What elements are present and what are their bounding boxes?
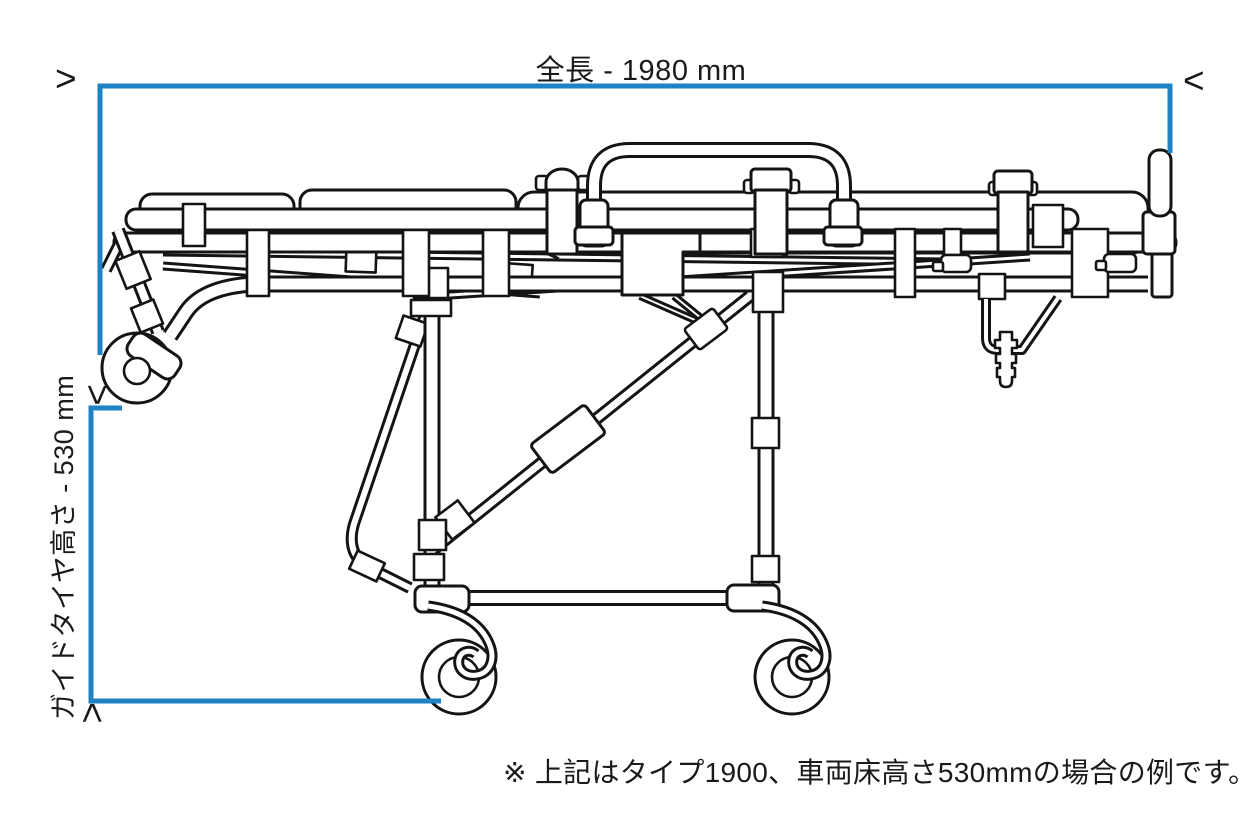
end-post <box>1141 148 1177 256</box>
post-2 <box>742 167 801 256</box>
overall-length-label: 全長 - 1980 mm <box>535 55 747 87</box>
caster-wheel-left <box>420 600 498 716</box>
arrow-down-icon: > <box>77 384 118 406</box>
caster-wheel-right <box>753 600 832 716</box>
guide-tire-height-dimension: > < <box>72 384 441 724</box>
guide-wheel-assembly <box>100 227 183 405</box>
overall-length-dimension: > < <box>55 58 1205 355</box>
guide-wheel-hub <box>122 356 152 386</box>
overall-length-dim-line <box>97 83 1173 355</box>
footnote-text: ※ 上記はタイプ1900、車両床高さ530mmの場合の例です。 <box>503 757 1255 788</box>
guide-tire-height-dim-line <box>88 405 441 704</box>
arrow-right-icon: > <box>55 58 77 99</box>
arrow-up-icon: < <box>72 702 113 724</box>
undercarriage <box>345 266 785 614</box>
post-3 <box>987 169 1039 254</box>
guide-tire-height-label: ガイドタイヤ高さ - 530 mm <box>49 374 79 720</box>
arrow-left-icon: < <box>1183 60 1205 101</box>
center-block <box>620 231 702 297</box>
hanging-hook <box>977 272 1063 389</box>
loop-handle <box>573 142 864 248</box>
post-1 <box>534 167 592 256</box>
